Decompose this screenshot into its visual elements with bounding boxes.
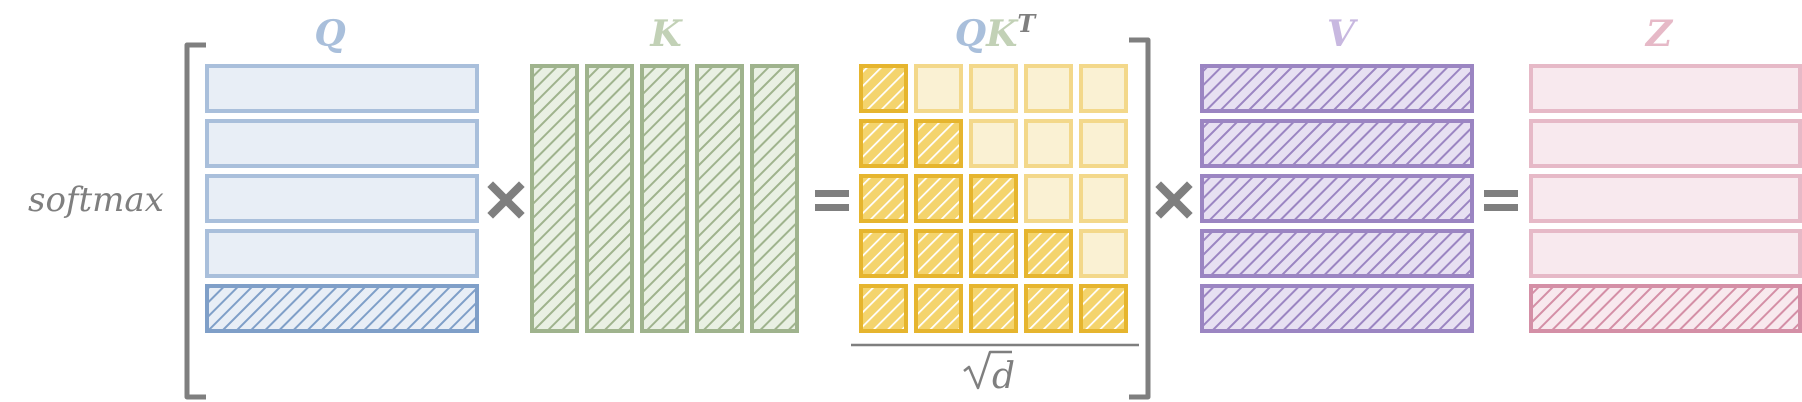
k-column — [585, 64, 634, 333]
qkt-label-k: K — [985, 13, 1019, 55]
qkt-cell-masked-in — [914, 284, 963, 333]
v-matrix-label: V — [1327, 13, 1358, 55]
qkt-cell-masked-in — [859, 119, 908, 168]
v-row — [1200, 284, 1474, 333]
qkt-cell-masked-out — [1024, 119, 1073, 168]
v-row — [1200, 119, 1474, 168]
q-row — [205, 64, 479, 113]
z-row — [1529, 119, 1802, 168]
q-row-hatched — [205, 284, 479, 333]
qkt-cell-masked-in — [859, 284, 908, 333]
qkt-cell-masked-in — [1079, 284, 1128, 333]
qkt-cell-masked-out — [1079, 119, 1128, 168]
qkt-cell-masked-in — [859, 174, 908, 223]
qkt-cell-masked-out — [914, 64, 963, 113]
z-row-hatched — [1529, 284, 1802, 333]
sqrt-symbol-icon — [963, 350, 1012, 390]
v-row — [1200, 174, 1474, 223]
qkt-matrix — [859, 64, 1128, 333]
equals-operator — [1484, 190, 1518, 211]
equals-operator — [815, 190, 849, 211]
qkt-cell-masked-in — [914, 174, 963, 223]
q-row — [205, 119, 479, 168]
multiply-operator — [1155, 181, 1193, 219]
denominator-label: d — [992, 356, 1015, 397]
qkt-cell-masked-out — [1079, 64, 1128, 113]
qkt-cell-masked-in — [1024, 229, 1073, 278]
k-column — [640, 64, 689, 333]
k-column — [695, 64, 744, 333]
qkt-cell-masked-out — [969, 64, 1018, 113]
qkt-cell-masked-out — [1079, 229, 1128, 278]
left-bracket — [184, 42, 206, 400]
v-matrix — [1200, 64, 1474, 333]
v-row — [1200, 64, 1474, 113]
qkt-cell-masked-in — [969, 174, 1018, 223]
multiply-operator — [487, 181, 525, 219]
k-matrix-label: K — [649, 13, 683, 55]
z-matrix — [1529, 64, 1802, 333]
qkt-cell-masked-out — [1024, 174, 1073, 223]
qkt-cell-masked-in — [914, 119, 963, 168]
k-column — [530, 64, 579, 333]
qkt-cell-masked-in — [969, 284, 1018, 333]
qkt-cell-masked-out — [1024, 64, 1073, 113]
q-row — [205, 229, 479, 278]
v-row — [1200, 229, 1474, 278]
k-column — [750, 64, 799, 333]
qkt-cell-masked-in — [859, 229, 908, 278]
qkt-label-t: T — [1017, 9, 1037, 38]
qkt-label-q: Q — [955, 13, 986, 55]
q-row — [205, 174, 479, 223]
q-matrix-label: Q — [314, 13, 345, 55]
k-matrix — [530, 64, 799, 333]
sqrt-d-denominator: d — [963, 350, 1015, 397]
qkt-cell-masked-out — [969, 119, 1018, 168]
qkt-cell-masked-in — [1024, 284, 1073, 333]
right-bracket — [1129, 37, 1151, 400]
z-matrix-label: Z — [1644, 13, 1674, 55]
qkt-matrix-label: QKT — [955, 9, 1038, 55]
qkt-cell-masked-in — [969, 229, 1018, 278]
z-row — [1529, 174, 1802, 223]
z-row — [1529, 64, 1802, 113]
z-row — [1529, 229, 1802, 278]
qkt-cell-masked-in — [914, 229, 963, 278]
q-matrix — [205, 64, 479, 333]
qkt-cell-masked-out — [1079, 174, 1128, 223]
softmax-label: softmax — [28, 180, 164, 220]
qkt-cell-masked-in — [859, 64, 908, 113]
